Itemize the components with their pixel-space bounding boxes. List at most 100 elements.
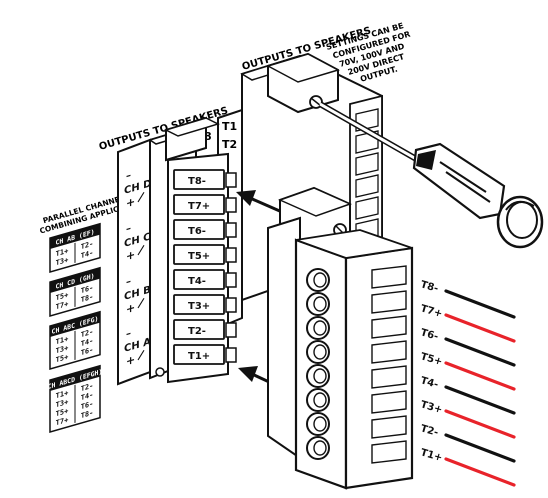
box-terminal: T6-	[81, 283, 94, 295]
terminal-cell	[173, 194, 225, 215]
terminal-label: T8-	[188, 176, 206, 187]
module-slot	[355, 174, 379, 198]
terminal-cell	[173, 169, 225, 190]
wire-label: T7+	[419, 303, 443, 320]
box-terminal: T1+	[56, 246, 69, 259]
box-terminal: T4-	[81, 336, 94, 348]
plug-slot	[371, 390, 407, 414]
polarity-slash	[137, 245, 145, 256]
polarity-minus: –	[126, 276, 131, 288]
polarity-slash	[137, 192, 145, 203]
arrow-head	[238, 366, 258, 382]
terminal-label: T6-	[188, 226, 206, 237]
terminal-pin	[225, 197, 237, 213]
screwdriver-icon	[318, 101, 544, 249]
fixed-terminal-block: T8-T7+T6-T5+T4-T3+T2-T1+	[163, 116, 237, 384]
plug-hole-inner	[313, 296, 327, 312]
edge-label: 8	[204, 130, 212, 143]
polarity-plus: +	[126, 301, 135, 316]
polarity-plus: +	[126, 248, 135, 263]
plug-slot	[371, 265, 407, 289]
plug-slot	[371, 340, 407, 364]
wire-label: T1+	[419, 447, 443, 464]
box-terminal: T2-	[81, 381, 94, 393]
box-terminal: T3+	[56, 255, 69, 268]
terminal-label: T5+	[188, 251, 210, 262]
plug-slot	[371, 365, 407, 389]
plug-hole-inner	[313, 416, 327, 432]
module-slot	[355, 196, 379, 220]
positive-wire	[444, 457, 516, 487]
box-terminal: T4-	[81, 248, 94, 260]
terminal-label: T7+	[188, 201, 210, 212]
mount-hole	[155, 367, 165, 377]
box-terminal: T4-	[81, 390, 94, 402]
positive-wire	[444, 361, 516, 391]
plug-slot	[371, 440, 407, 464]
settings-note: SETTINGS CAN BE CONFIGURED FOR 70V, 100V…	[325, 21, 411, 84]
terminal-pin	[225, 222, 237, 238]
box-title-bar	[50, 311, 100, 337]
plug-hole-inner	[313, 320, 327, 336]
terminal-cell	[173, 269, 225, 290]
module-slot	[355, 152, 379, 176]
positive-wire	[444, 313, 516, 343]
terminal-cell	[173, 219, 225, 240]
box-terminal: T5+	[56, 406, 69, 419]
wire-label: T8-	[419, 279, 439, 295]
box-terminal: T3+	[56, 343, 69, 356]
terminal-cell	[173, 344, 225, 365]
polarity-plus: +	[126, 353, 135, 368]
box-terminal: T2-	[81, 327, 94, 339]
box-terminal: T8-	[81, 292, 94, 304]
polarity-plus: +	[126, 195, 135, 210]
negative-wire	[444, 433, 516, 463]
terminal-label: T3+	[188, 301, 210, 312]
negative-wire	[444, 337, 516, 367]
wire-label: T2-	[419, 423, 439, 439]
channel-combo-box: CH ABC (EFG)T1+T2-T3+T4-T5+T6-	[49, 310, 101, 370]
wire-label: T6-	[419, 327, 439, 343]
box-title-bar	[50, 223, 100, 249]
polarity-minus: –	[126, 170, 131, 182]
channel-combo-box: CH AB (EF)T1+T2-T3+T4-	[49, 222, 101, 273]
terminal-cell	[173, 294, 225, 315]
plug-slot	[371, 290, 407, 314]
back-terminal-label: T2	[222, 138, 237, 151]
terminal-pin	[225, 322, 237, 338]
polarity-slash	[137, 350, 145, 361]
plug-slot	[371, 415, 407, 439]
terminal-cell	[173, 244, 225, 265]
box-terminal: T6-	[81, 345, 94, 357]
arrow	[249, 196, 283, 214]
plug-slot	[371, 315, 407, 339]
plug-hole-inner	[313, 344, 327, 360]
positive-wire	[444, 409, 516, 439]
box-terminal: T2-	[81, 239, 94, 251]
negative-wire	[444, 385, 516, 415]
box-terminal: T7+	[56, 415, 69, 428]
polarity-slash	[137, 298, 145, 309]
back-terminal-label: T1	[222, 120, 237, 133]
terminal-label: T4-	[188, 276, 206, 287]
channel-label-panel: –CH D+–CH C+–CH B+–CH A+	[117, 138, 151, 386]
terminal-pin	[225, 172, 237, 188]
plug-hole-inner	[313, 440, 327, 456]
terminal-pin	[225, 247, 237, 263]
negative-wire	[444, 289, 516, 319]
plug-hole-inner	[313, 392, 327, 408]
polarity-minus: –	[126, 328, 131, 340]
box-terminal: T3+	[56, 397, 69, 410]
box-terminal: T1+	[56, 388, 69, 401]
channel-combination-boxes: CH AB (EF)T1+T2-T3+T4-CH CD (GH)T5+T6-T7…	[48, 222, 102, 433]
terminal-pin	[225, 347, 237, 363]
box-terminal: T5+	[56, 290, 69, 303]
wire-label: T3+	[419, 399, 443, 416]
arrow-head	[236, 190, 256, 206]
box-terminal: T7+	[56, 299, 69, 312]
channel-combo-box: CH CD (GH)T5+T6-T7+T8-	[49, 266, 101, 317]
box-title-bar	[50, 267, 100, 293]
speaker-wires: T8-T7+T6-T5+T4-T3+T2-T1+	[419, 279, 516, 487]
terminal-pin	[225, 297, 237, 313]
